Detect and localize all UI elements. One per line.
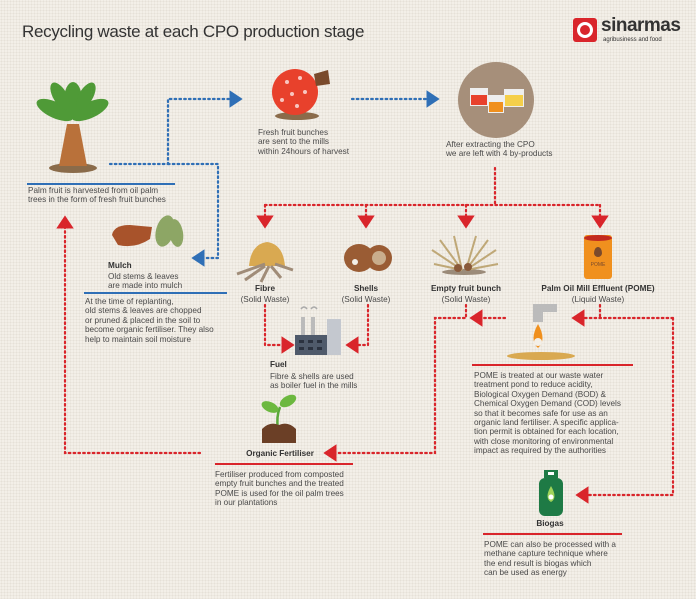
- divider-fertiliser: [215, 463, 353, 465]
- fertiliser-text: Fertiliser produced from composted empty…: [215, 470, 344, 508]
- mulch-text: At the time of replanting, old stems & l…: [85, 297, 214, 344]
- logo-mark-icon: [573, 18, 597, 42]
- arrow-tree-to-mulch: [166, 162, 220, 267]
- empty-fruit-bunch-icon: [426, 234, 502, 276]
- fuel-title: Fuel: [270, 360, 287, 369]
- shells-icon: [343, 240, 393, 274]
- biogas-cylinder-icon: [538, 470, 564, 516]
- palm-tree-icon: [35, 82, 110, 174]
- cpo-text: After extracting the CPO we are left wit…: [446, 140, 553, 159]
- pome-barrel-icon: POME: [584, 235, 612, 279]
- logo-name: sinarmas: [601, 15, 681, 36]
- arrow-to-biogas: [575, 316, 675, 504]
- sinarmas-logo: sinarmas agribusiness and food: [573, 16, 685, 46]
- biogas-title: Biogas: [536, 519, 564, 528]
- divider-mulch: [84, 292, 227, 294]
- fibre-type: (Solid Waste): [240, 295, 290, 304]
- logo-tagline: agribusiness and food: [603, 37, 662, 43]
- divider-harvest: [27, 183, 175, 185]
- divider-pome: [472, 364, 633, 366]
- cpo-extraction-icon: [458, 62, 534, 138]
- harvest-text: Palm fruit is harvested from oil palm tr…: [28, 186, 166, 205]
- divider-biogas: [483, 533, 622, 535]
- fertiliser-title: Organic Fertiliser: [246, 449, 314, 458]
- efb-type: (Solid Waste): [441, 295, 491, 304]
- fibre-title: Fibre: [254, 284, 276, 293]
- arrow-tree-to-ffb: [108, 90, 243, 166]
- biogas-text: POME can also be processed with a methan…: [484, 540, 616, 578]
- arrow-cpo-split: [263, 166, 602, 207]
- factory-icon: [295, 303, 345, 355]
- water-treatment-icon: [505, 300, 577, 362]
- arrow-shells-to-fuel: [345, 303, 370, 354]
- pome-type: (Liquid Waste): [571, 295, 625, 304]
- arrow-pome-to-treatment: [578, 303, 675, 318]
- organic-fertiliser-icon: [260, 393, 298, 443]
- fresh-fruit-bunch-icon: [262, 64, 337, 124]
- mulch-subtitle: Old stems & leaves are made into mulch: [108, 272, 183, 291]
- arrow-efb-to-fertiliser: [323, 303, 468, 462]
- arrow-fertiliser-to-tree: [56, 215, 202, 455]
- page-title: Recycling waste at each CPO production s…: [22, 22, 365, 41]
- fuel-text: Fibre & shells are used as boiler fuel i…: [270, 372, 358, 391]
- pome-title: Palm Oil Mill Effluent (POME): [541, 284, 655, 293]
- fibre-icon: [235, 236, 297, 284]
- ffb-text: Fresh fruit bunches are sent to the mill…: [258, 128, 350, 156]
- mulch-icon: [110, 213, 188, 253]
- pome-text: POME is treated at our waste water treat…: [474, 371, 621, 456]
- shells-type: (Solid Waste): [341, 295, 391, 304]
- arrow-fibre-to-fuel: [263, 303, 295, 354]
- barrel-label: POME: [590, 262, 606, 268]
- oil-drop-icon: [594, 247, 602, 257]
- mulch-title: Mulch: [108, 261, 132, 270]
- efb-title: Empty fruit bunch: [430, 284, 502, 293]
- shells-title: Shells: [353, 284, 379, 293]
